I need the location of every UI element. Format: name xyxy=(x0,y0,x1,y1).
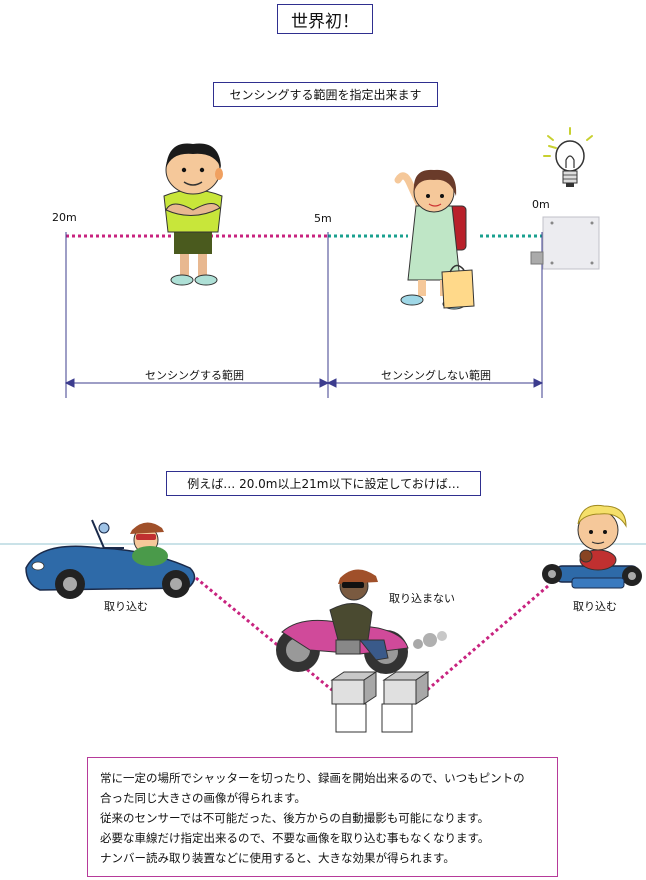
note-line: 必要な車線だけ指定出来るので、不要な画像を取り込む事もなくなります。 xyxy=(100,831,490,845)
nonsensing-range-arrow xyxy=(326,378,544,388)
label-sensing-range: センシングする範囲 xyxy=(145,369,244,382)
note-line: 常に一定の場所でシャッターを切ったり、録画を開始出来るので、いつもピントの xyxy=(100,771,525,785)
label-no-capture: 取り込まない xyxy=(389,592,455,605)
blue-sports-car-illustration xyxy=(25,519,196,599)
top-caption: センシングする範囲を指定出来ます xyxy=(213,82,438,107)
label-20m: 20m xyxy=(52,211,77,224)
label-0m: 0m xyxy=(532,198,550,211)
label-capture-right: 取り込む xyxy=(573,600,617,613)
boy-illustration xyxy=(163,143,223,286)
sensor-device xyxy=(530,216,600,270)
note-line: 従来のセンサーでは不可能だった、後方からの自動撮影も可能になります。 xyxy=(100,811,490,825)
detection-line-left xyxy=(195,576,333,692)
label-capture-left: 取り込む xyxy=(104,600,148,613)
motorcycle-illustration xyxy=(276,569,447,674)
label-5m: 5m xyxy=(314,212,332,225)
example-caption: 例えば… 20.0m以上21m以下に設定しておけば… xyxy=(166,471,481,496)
sensing-range-arrow xyxy=(64,378,330,388)
page-title: 世界初！ xyxy=(277,4,373,34)
explanation-box: 常に一定の場所でシャッターを切ったり、録画を開始出来るので、いつもピントの 合っ… xyxy=(87,757,558,877)
note-line: ナンバー読み取り装置などに使用すると、大きな効果が得られます。 xyxy=(100,851,455,865)
light-bulb-icon xyxy=(543,127,593,187)
girl-illustration xyxy=(394,169,475,310)
small-car-illustration xyxy=(542,504,642,589)
note-line: 合った同じ大きさの画像が得られます。 xyxy=(100,791,306,805)
sensor-camera-right xyxy=(381,671,430,733)
sensor-camera-left xyxy=(330,671,378,733)
label-not-sensing-range: センシングしない範囲 xyxy=(381,369,491,382)
